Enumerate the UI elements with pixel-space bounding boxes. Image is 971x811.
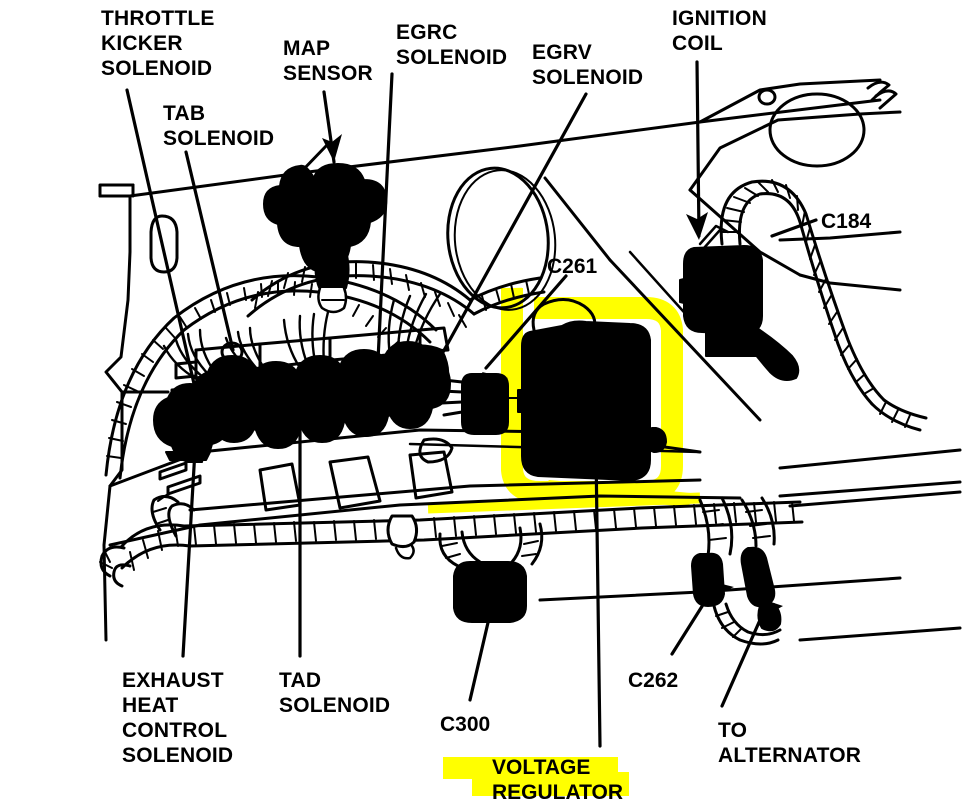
alternator-harness [698, 496, 776, 558]
mid-diagonal-lines [543, 176, 762, 422]
regulator-mounting-screw [619, 427, 667, 453]
connector-label-c261: C261 [547, 255, 598, 278]
map-sensor-body [263, 163, 388, 295]
arrowhead-map [322, 134, 342, 162]
c184-lower-conduit [870, 398, 928, 432]
harness-stub-right [468, 276, 546, 316]
leader-egrc [376, 72, 394, 362]
callout-voltage-regulator: VOLTAGE REGULATOR [492, 756, 624, 804]
upper-harness-conduit [104, 274, 438, 480]
callout-tab-solenoid: TAB SOLENOID [163, 102, 275, 150]
leader-c262 [670, 598, 708, 656]
connector-label-c262: C262 [628, 669, 679, 692]
leader-voltage-regulator [594, 450, 602, 748]
voltage-regulator-body [517, 320, 651, 481]
callout-tad-solenoid: TAD SOLENOID [279, 669, 391, 717]
leader-egrv [430, 92, 588, 374]
shock-tower-opening [757, 80, 898, 168]
c300-connector-body [453, 561, 527, 623]
ignition-coil-terminal [698, 224, 730, 250]
callout-throttle-kicker-solenoid: THROTTLE KICKER SOLENOID [101, 7, 215, 80]
engine-platform [108, 428, 742, 547]
map-sensor-connector-boot [317, 286, 348, 314]
callout-exhaust-heat-control-solenoid: EXHAUST HEAT CONTROL SOLENOID [122, 669, 234, 767]
callout-egrv-solenoid: EGRV SOLENOID [532, 41, 644, 89]
connector-label-c184: C184 [821, 210, 872, 233]
alternator-connector-body [740, 546, 782, 632]
leader-c300 [468, 612, 492, 702]
solenoid-bank [153, 341, 451, 463]
callout-ignition-coil: IGNITION COIL [672, 7, 767, 55]
leader-exhaust-heat [181, 448, 197, 658]
lower-main-harness [120, 500, 804, 571]
arrowheads [194, 134, 783, 618]
upper-harness-conduit-2 [246, 260, 476, 328]
alternator-harness-lower [712, 602, 782, 646]
leader-ignition-coil [695, 60, 701, 238]
arrowhead-c300 [490, 584, 513, 612]
lower-harness-left-branch [99, 493, 196, 588]
callout-map-sensor: MAP SENSOR [283, 37, 373, 85]
arrowhead-to-alternator [762, 591, 783, 618]
leader-lines [125, 60, 818, 748]
lower-structure-lines [408, 442, 962, 642]
c261-wires [440, 378, 525, 417]
callout-egrc-solenoid: EGRC SOLENOID [396, 21, 508, 69]
c300-branch [438, 522, 544, 568]
firewall-panel-outline [98, 183, 170, 642]
connector-label-c300: C300 [440, 713, 491, 736]
leader-c184 [770, 218, 818, 238]
arrowhead-exhaust-heat [194, 420, 216, 448]
leader-c261 [484, 274, 568, 370]
leader-to-alternator [720, 618, 762, 708]
arrowhead-c262 [708, 573, 734, 598]
leader-tab [184, 150, 235, 352]
arrowhead-c261 [482, 372, 508, 396]
leader-throttle-kicker [125, 88, 207, 434]
callout-to-alternator: TO ALTERNATOR [718, 719, 862, 767]
firewall-grommet [149, 214, 179, 274]
voltage-regulator-highlight-stroke-2 [472, 772, 629, 796]
ignition-coil-body [679, 245, 800, 381]
c261-connector-body [461, 373, 509, 435]
solenoid-bracket [170, 326, 450, 406]
arrowhead-ignition-coil [686, 212, 708, 240]
brake-booster-opening [446, 166, 557, 311]
